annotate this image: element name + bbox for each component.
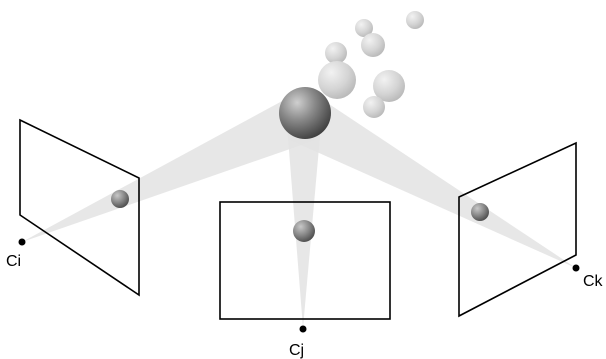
background-spheres bbox=[318, 11, 424, 118]
camera-label-i: Ci bbox=[6, 253, 21, 270]
cone-camera-k bbox=[290, 102, 576, 268]
background-sphere bbox=[373, 70, 405, 102]
projected-point-i bbox=[111, 190, 129, 208]
projected-point-j bbox=[293, 220, 315, 242]
image-plane-k bbox=[458, 141, 577, 318]
camera-center-j bbox=[299, 325, 307, 333]
background-sphere bbox=[325, 42, 347, 64]
camera-centers bbox=[18, 238, 580, 333]
camera-label-j: Cj bbox=[289, 342, 304, 359]
background-sphere bbox=[318, 61, 356, 99]
scene-point-sphere bbox=[279, 87, 331, 139]
camera-center-i bbox=[18, 238, 26, 246]
camera-center-k bbox=[572, 264, 580, 272]
cone-camera-i bbox=[22, 100, 316, 242]
background-sphere bbox=[355, 19, 373, 37]
background-sphere bbox=[361, 33, 385, 57]
image-plane-i bbox=[19, 118, 140, 297]
projected-point-k bbox=[471, 203, 489, 221]
image-plane-j bbox=[219, 201, 391, 320]
background-sphere bbox=[406, 11, 424, 29]
background-sphere bbox=[363, 96, 385, 118]
camera-label-k: Ck bbox=[583, 273, 604, 290]
